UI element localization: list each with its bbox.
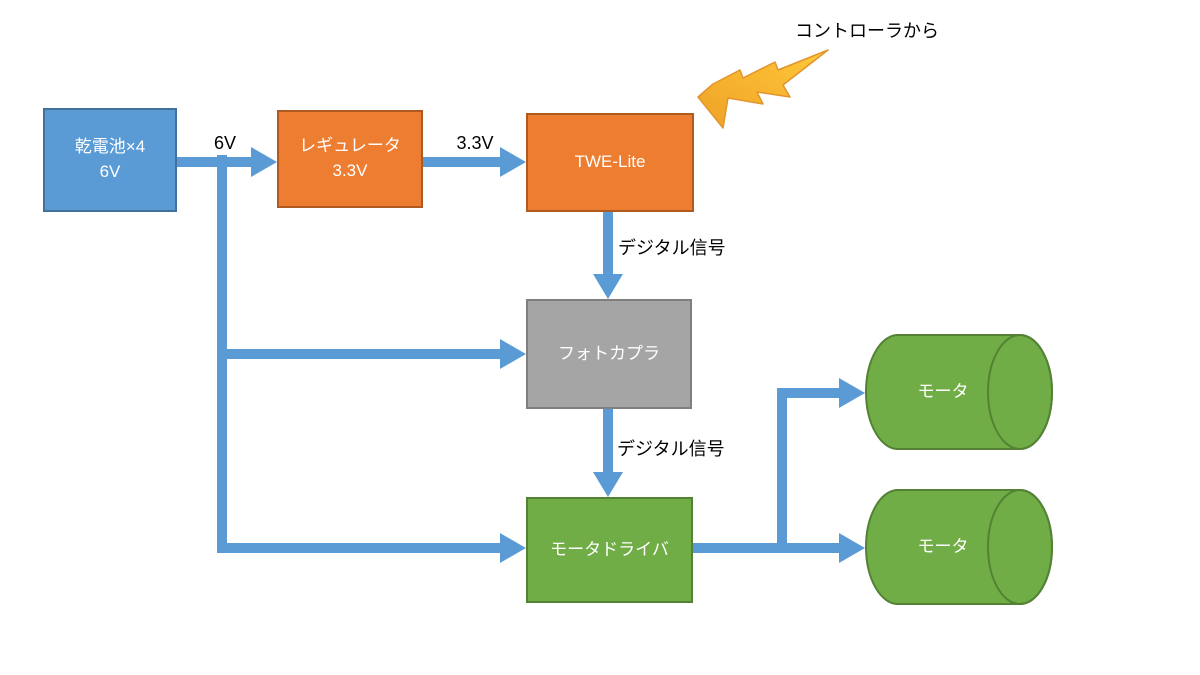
edge-label-6v: 6V	[213, 133, 237, 153]
edge-label-3-3v: 3.3V	[456, 133, 494, 153]
motor-bottom-label: モータ	[917, 537, 969, 556]
edge-label-digital-signal-2: デジタル信号	[617, 439, 725, 459]
lightning-bolt-icon	[697, 49, 829, 129]
regulator-label-line1: レギュレータ	[299, 136, 401, 156]
annotation-controller-source: コントローラから	[795, 21, 939, 41]
arrow-battery-to-regulator	[177, 147, 277, 177]
motor-driver-node: モータドライバ	[526, 497, 693, 603]
twelite-node: TWE-Lite	[526, 113, 694, 212]
regulator-node: レギュレータ 3.3V	[277, 110, 423, 208]
photocoupler-node: フォトカプラ	[526, 299, 692, 409]
motor-top-label: モータ	[917, 382, 969, 401]
edge-label-digital-signal-1: デジタル信号	[618, 238, 726, 258]
motor-driver-label: モータドライバ	[550, 539, 669, 559]
regulator-label-line2: 3.3V	[332, 161, 368, 180]
motor-bottom-cylinder	[865, 489, 1053, 605]
battery-label-line2: 6V	[99, 162, 121, 181]
twelite-label: TWE-Lite	[574, 152, 646, 172]
arrow-trunk-to-motordriver	[220, 533, 526, 563]
arrow-photocoupler-to-motordriver	[593, 409, 623, 497]
battery-node: 乾電池×4 6V	[43, 108, 177, 212]
battery-label-line1: 乾電池×4	[74, 137, 146, 157]
motor-top-cylinder	[865, 334, 1053, 450]
arrow-regulator-to-twelite	[423, 147, 526, 177]
arrow-trunk-to-photocoupler	[220, 339, 526, 369]
arrow-motordriver-to-motors	[693, 378, 865, 563]
arrow-twelite-to-photocoupler	[593, 212, 623, 299]
photocoupler-label: フォトカプラ	[558, 343, 660, 363]
